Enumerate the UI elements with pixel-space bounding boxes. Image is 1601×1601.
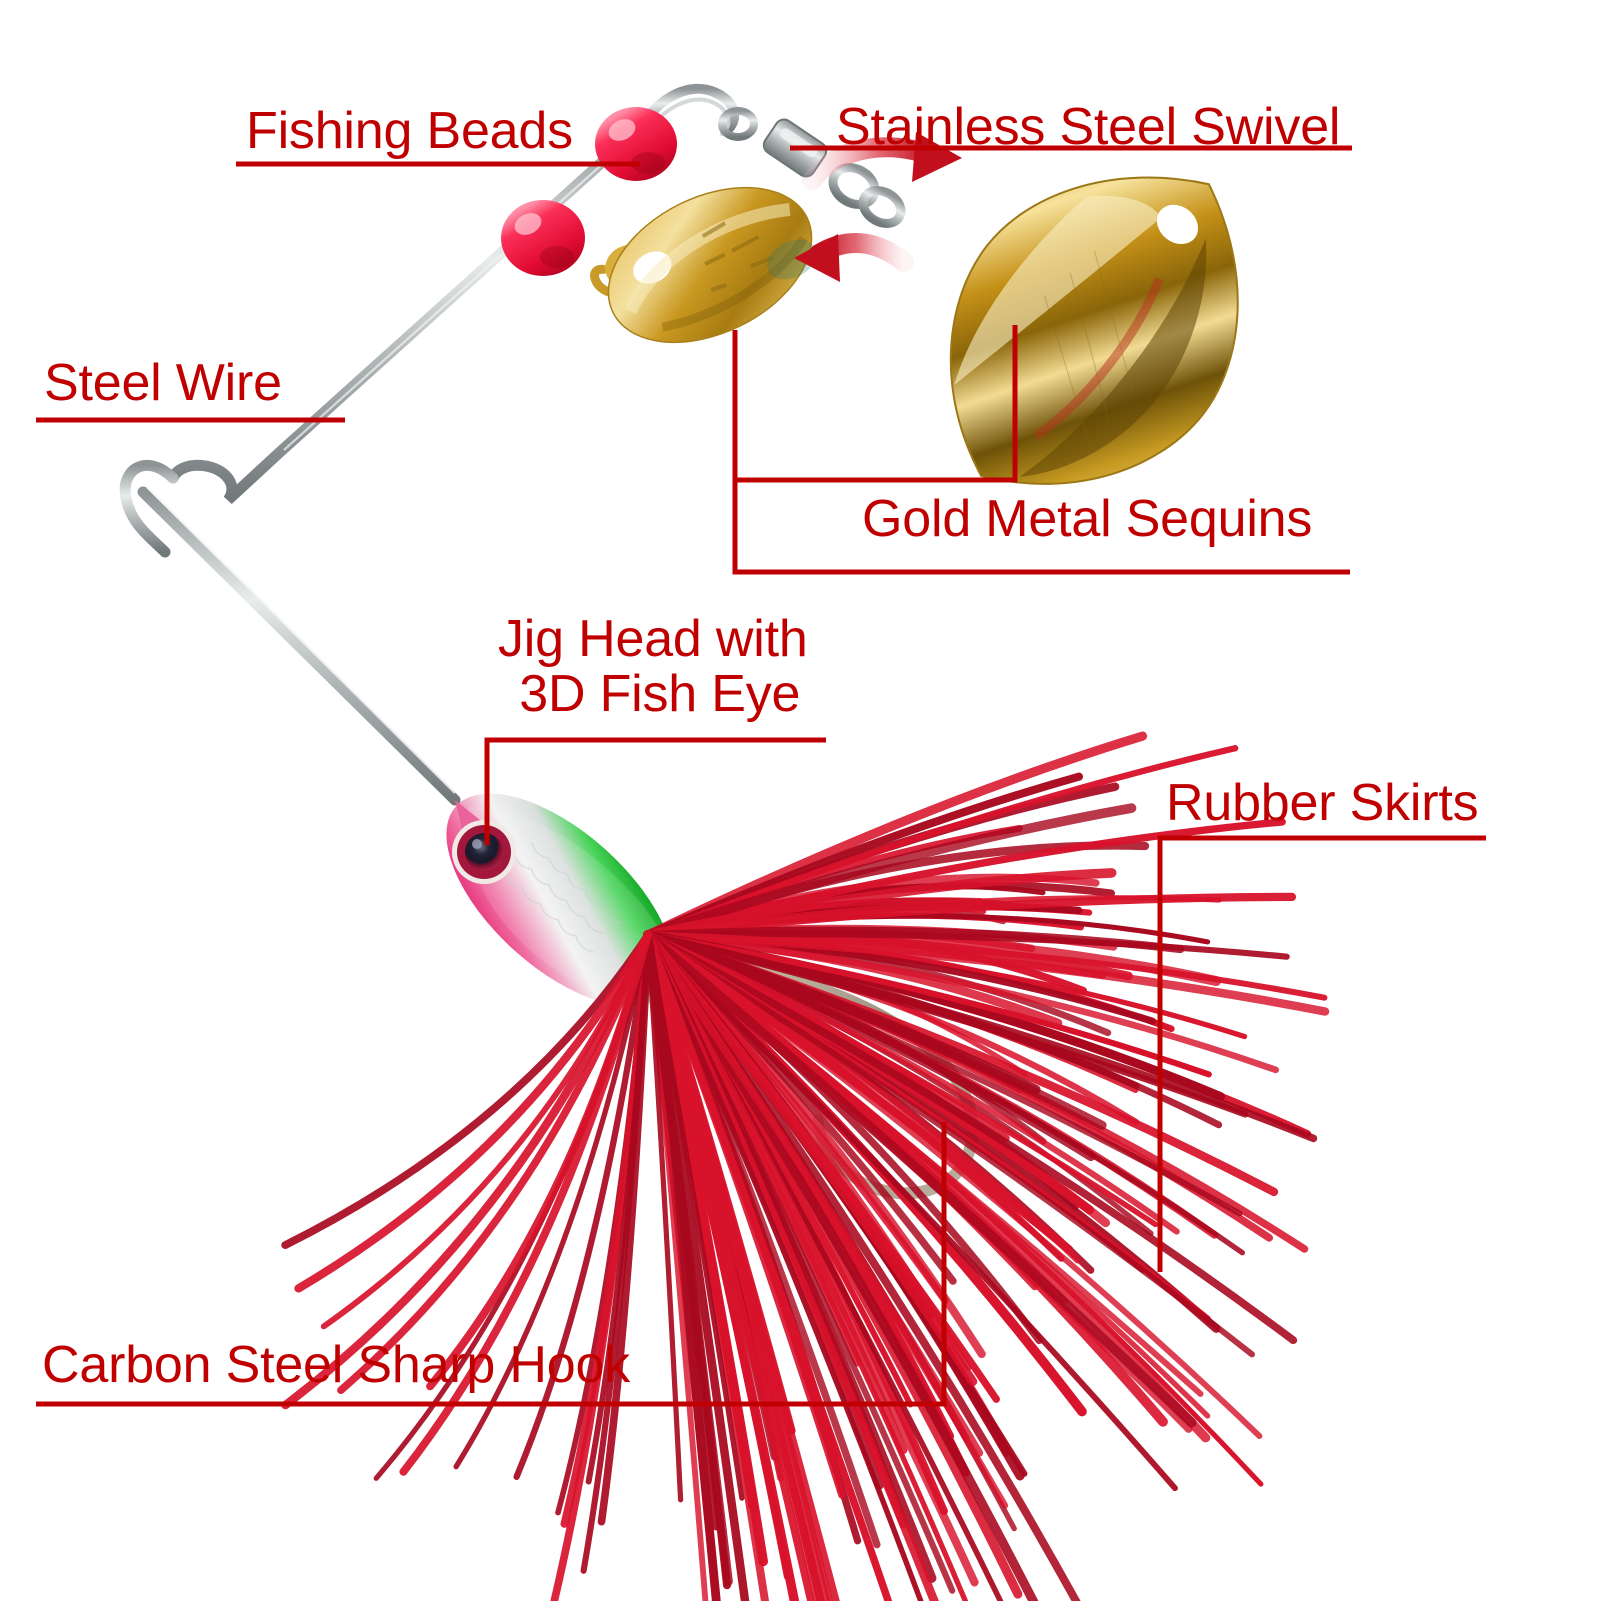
callout-stainless-swivel: Stainless Steel Swivel <box>836 98 1341 156</box>
skirt-strand <box>645 932 1178 1492</box>
skirt-strand <box>644 745 1239 939</box>
skirt-strand <box>644 931 1107 979</box>
leader-rubber-skirts <box>1157 835 1486 1272</box>
callout-jig-head-line2: 3D Fish Eye <box>519 664 801 723</box>
leader-lines <box>36 145 1486 1407</box>
skirt-strand <box>643 930 733 1586</box>
callout-jig-head-line1: Jig Head with <box>498 610 808 668</box>
skirt-strand <box>337 931 652 1394</box>
skirt-strand <box>643 930 1197 1428</box>
gold-blade-small <box>590 186 817 344</box>
leader-jig-head <box>484 737 826 845</box>
skirt-strand <box>645 932 684 1503</box>
skirt-strand <box>426 931 652 1391</box>
callout-fishing-beads: Fishing Beads <box>246 102 573 160</box>
callout-carbon-hook: Carbon Steel Sharp Hook <box>42 1336 630 1394</box>
callout-jig-head: Jig Head with 3D Fish Eye <box>498 612 808 721</box>
skirt-strand <box>644 931 984 1457</box>
callout-gold-sequins: Gold Metal Sequins <box>862 490 1313 548</box>
skirt-strand <box>320 932 651 1330</box>
skirt-strand <box>644 931 1298 1345</box>
rubber-skirts-part <box>281 731 1330 1601</box>
skirt-strand <box>294 930 653 1293</box>
callout-rubber-skirts: Rubber Skirts <box>1166 774 1479 832</box>
skirt-strand <box>643 930 978 1387</box>
jig-head-part <box>446 793 674 1007</box>
skirt-strand <box>643 930 1107 1130</box>
leader-gold-sequins <box>732 325 1350 575</box>
skirt-strand <box>281 930 653 1410</box>
leader-carbon-hook <box>36 1122 947 1407</box>
skirt-strand <box>644 931 893 1601</box>
skirt-strand <box>645 932 1255 1358</box>
skirt-strand <box>643 868 1117 940</box>
skirt-strand <box>644 931 1279 1074</box>
3d-fish-eye <box>452 820 516 884</box>
skirt-strand <box>643 930 1074 1254</box>
skirt-strand <box>644 931 1249 1118</box>
skirt-strand <box>645 932 709 1601</box>
steel-wire-part <box>119 122 646 806</box>
skirt-strand <box>644 930 1290 960</box>
skirt-strand <box>585 932 651 1485</box>
skirt-strand <box>645 932 924 1601</box>
skirt-strand <box>281 931 652 1249</box>
callout-steel-wire: Steel Wire <box>44 354 282 412</box>
skirt-strand <box>644 931 1212 1078</box>
skirt-strand <box>643 892 1297 940</box>
skirt-strand <box>513 931 652 1480</box>
skirt-strand <box>643 803 1137 940</box>
skirt-strand <box>453 932 651 1470</box>
gold-blade-large <box>949 176 1239 485</box>
